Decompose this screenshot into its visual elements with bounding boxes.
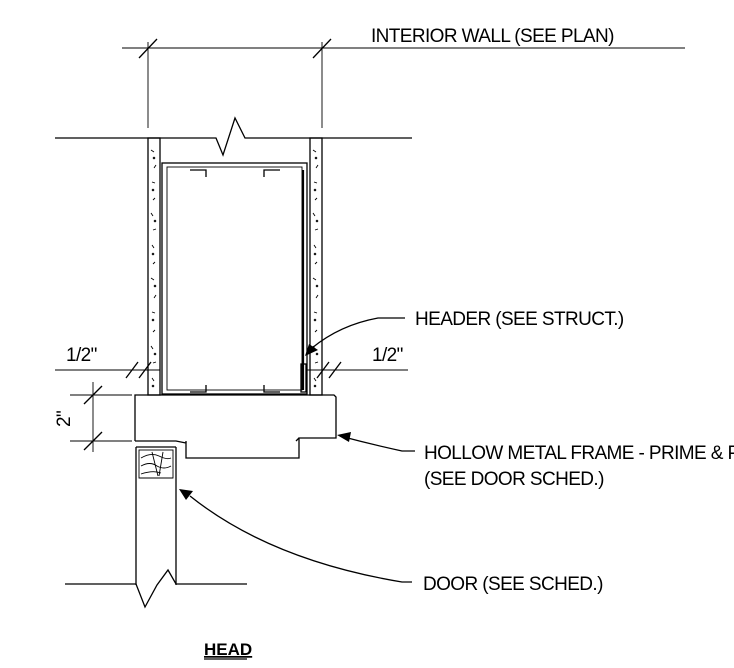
door-leader <box>179 489 412 583</box>
frame-height-label: 2" <box>54 411 75 427</box>
wall-width-dimension <box>122 38 685 128</box>
header-leader <box>305 317 405 356</box>
frame-label-line1: HOLLOW METAL FRAME - PRIME & PAINT <box>424 443 734 464</box>
left-gypsum-board <box>147 137 161 396</box>
door <box>135 446 177 585</box>
right-gap-label: 1/2" <box>372 345 403 366</box>
right-gap-dimension <box>306 361 408 379</box>
left-gap-dimension <box>55 361 160 379</box>
header-box <box>161 162 308 395</box>
hollow-metal-frame <box>134 394 337 459</box>
header-label: HEADER (SEE STRUCT.) <box>415 309 624 330</box>
door-label: DOOR (SEE SCHED.) <box>423 574 603 595</box>
frame-leader <box>337 432 415 452</box>
frame-label-line2: (SEE DOOR SCHED.) <box>424 469 604 490</box>
right-gypsum-board <box>309 137 323 396</box>
bottom-break-line <box>65 568 247 609</box>
top-break-line <box>55 116 412 157</box>
interior-wall-label: INTERIOR WALL (SEE PLAN) <box>371 26 614 47</box>
detail-title: HEAD <box>204 640 252 659</box>
left-gap-label: 1/2" <box>66 345 97 366</box>
frame-height-dimension <box>70 382 132 452</box>
